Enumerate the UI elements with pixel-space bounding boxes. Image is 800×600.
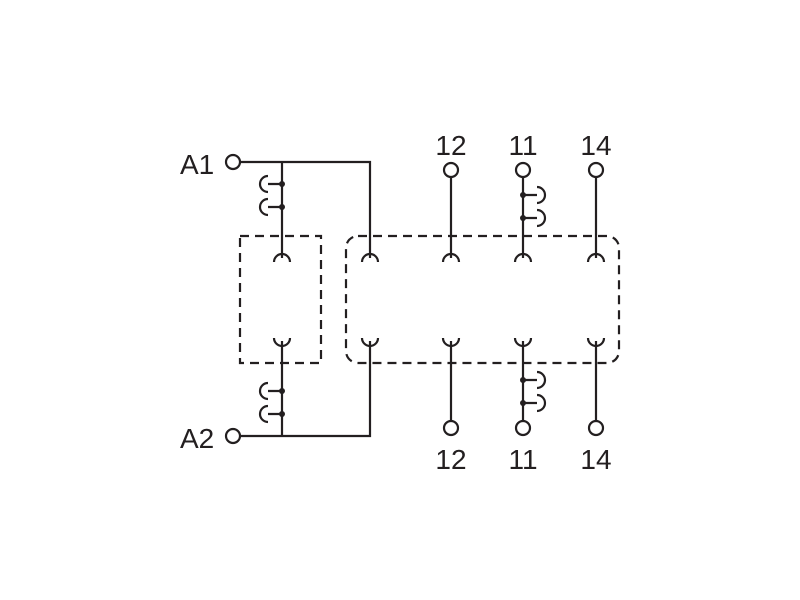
top-label-11: 11: [508, 130, 537, 161]
top-terminal-12[interactable]: [442, 161, 460, 179]
coil-jumper-top: [258, 174, 285, 217]
bottom-terminal-11[interactable]: [514, 419, 532, 437]
contact-module-outline: [344, 234, 621, 365]
bottom-label-12: 12: [435, 444, 466, 475]
bottom-label-14: 14: [580, 444, 611, 475]
top-jumper-11: [520, 185, 547, 228]
terminal-a1[interactable]: [224, 153, 242, 171]
top-label-14: 14: [580, 130, 611, 161]
top-label-12: 12: [435, 130, 466, 161]
relay-socket-a2: [360, 337, 380, 348]
top-socket-14: [586, 252, 606, 263]
terminal-label-a1: A1: [180, 149, 214, 180]
bottom-contacts: 12 11 14: [435, 337, 612, 475]
wire-a2-to-relay: [240, 341, 372, 438]
bottom-terminal-12[interactable]: [442, 419, 460, 437]
coil-socket-bottom: [272, 337, 292, 348]
wire-a1-to-relay: [240, 160, 372, 258]
bottom-label-11: 11: [508, 444, 537, 475]
bottom-terminal-14[interactable]: [587, 419, 605, 437]
top-terminal-14[interactable]: [587, 161, 605, 179]
relay-socket-a1: [360, 252, 380, 263]
coil-circuit: A1 A2: [180, 149, 372, 454]
top-contacts: 12 11 14: [435, 130, 612, 263]
terminal-label-a2: A2: [180, 423, 214, 454]
bottom-jumper-11: [520, 370, 547, 413]
terminal-a2[interactable]: [224, 427, 242, 445]
top-socket-12: [441, 252, 461, 263]
coil-jumper-bottom: [258, 381, 285, 424]
top-socket-11: [513, 252, 533, 263]
top-terminal-11[interactable]: [514, 161, 532, 179]
coil-socket-top: [272, 252, 292, 263]
coil-module-outline: [238, 234, 323, 365]
